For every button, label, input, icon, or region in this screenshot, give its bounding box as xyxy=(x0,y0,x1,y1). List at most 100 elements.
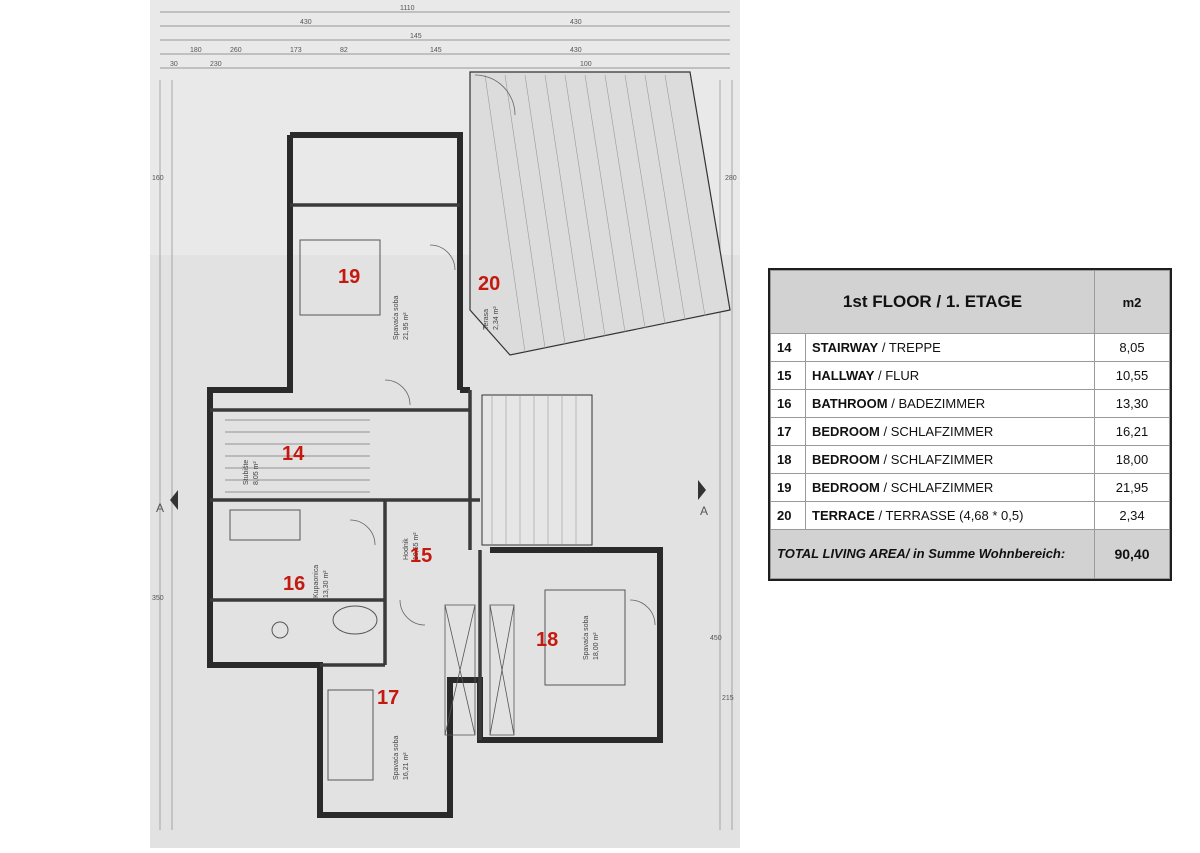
room-text-bed18-area: 18,00 m² xyxy=(593,632,600,660)
dim-label: 430 xyxy=(570,19,582,26)
room-number-cell: 19 xyxy=(770,473,806,502)
room-numbers: 19 20 14 15 16 17 18 xyxy=(282,266,558,709)
dim-label: 430 xyxy=(570,47,582,54)
room-text-bed17-name: Spavaća soba xyxy=(393,736,400,780)
bed-18 xyxy=(544,589,626,686)
toilet xyxy=(271,621,289,639)
room-name-de: SCHLAFZIMMER xyxy=(890,452,994,467)
room-name-en: TERRACE xyxy=(812,508,875,523)
room-name-en: BATHROOM xyxy=(812,396,888,411)
side-dimension-lines xyxy=(159,80,733,830)
dim-label: 215 xyxy=(722,695,734,702)
roof-slab xyxy=(469,71,731,356)
legend-row: 14 STAIRWAY / TREPPE 8,05 xyxy=(770,333,1170,362)
balcony-slab xyxy=(481,394,593,546)
section-marker-right: A xyxy=(700,504,708,518)
legend-total-row: TOTAL LIVING AREA/ in Summe Wohnbereich:… xyxy=(770,529,1170,579)
room-number-14: 14 xyxy=(282,443,305,465)
dim-label: 82 xyxy=(340,47,348,54)
room-number-cell: 20 xyxy=(770,501,806,530)
room-number-cell: 14 xyxy=(770,333,806,362)
room-number-17: 17 xyxy=(377,687,399,709)
floor-plan-drawing: 1110 430 430 145 180 260 173 82 145 430 … xyxy=(150,0,740,848)
room-name-de: SCHLAFZIMMER xyxy=(890,424,994,439)
bed-17 xyxy=(327,689,374,781)
room-name-cell: BEDROOM / SCHLAFZIMMER xyxy=(805,473,1095,502)
dim-label: 260 xyxy=(230,47,242,54)
room-text-terrace-area: 2,34 m² xyxy=(493,306,500,330)
room-number-19: 19 xyxy=(338,266,360,288)
room-text-bath-area: 13,30 m² xyxy=(323,570,330,598)
total-living-area-label: TOTAL LIVING AREA/ in Summe Wohnbereich: xyxy=(770,529,1095,579)
dim-label: 350 xyxy=(152,595,164,602)
area-legend-table: 1st FLOOR / 1. ETAGE m2 14 STAIRWAY / TR… xyxy=(768,268,1172,581)
legend-row: 20 TERRACE / TERRASSE (4,68 * 0,5) 2,34 xyxy=(770,501,1170,530)
room-text-stair-area: 8,05 m² xyxy=(253,461,260,485)
total-living-area-value: 90,40 xyxy=(1094,529,1170,579)
room-name-en: HALLWAY xyxy=(812,368,875,383)
dim-label: 280 xyxy=(725,175,737,182)
room-text-bed19-name: Spavaća soba xyxy=(393,296,400,340)
room-name-de: TREPPE xyxy=(888,340,941,355)
legend-row: 16 BATHROOM / BADEZIMMER 13,30 xyxy=(770,389,1170,418)
wardrobe xyxy=(444,604,515,736)
room-number-18: 18 xyxy=(536,629,558,651)
dim-label: 100 xyxy=(580,61,592,68)
furniture xyxy=(229,239,626,781)
door-swings xyxy=(349,74,656,626)
stairs xyxy=(225,419,370,493)
room-text-bath-name: Kupaonica xyxy=(313,565,320,598)
room-name-de: FLUR xyxy=(885,368,920,383)
room-name-en: BEDROOM xyxy=(812,452,880,467)
room-number-cell: 15 xyxy=(770,361,806,390)
dim-label: 173 xyxy=(290,47,302,54)
floor-plan-svg: 1110 430 430 145 180 260 173 82 145 430 … xyxy=(150,0,740,848)
room-name-cell: BEDROOM / SCHLAFZIMMER xyxy=(805,417,1095,446)
room-name-cell: TERRACE / TERRASSE (4,68 * 0,5) xyxy=(805,501,1095,530)
room-area-cell: 16,21 xyxy=(1094,417,1170,446)
room-number-20: 20 xyxy=(478,273,500,295)
room-name-cell: BATHROOM / BADEZIMMER xyxy=(805,389,1095,418)
room-text-bed18-name: Spavaća soba xyxy=(583,616,590,660)
dim-label: 450 xyxy=(710,635,722,642)
legend-row: 15 HALLWAY / FLUR 10,55 xyxy=(770,361,1170,390)
bath-sink xyxy=(229,509,301,541)
section-markers: A A xyxy=(156,480,708,518)
bed-19 xyxy=(299,239,381,316)
room-text-hall-area: 10,55 m² xyxy=(413,532,420,560)
dim-label: 30 xyxy=(170,61,178,68)
room-inner-labels: Spavaća soba 21,95 m² Terasa 2,34 m² Stu… xyxy=(243,296,600,780)
room-name-cell: HALLWAY / FLUR xyxy=(805,361,1095,390)
room-area-cell: 8,05 xyxy=(1094,333,1170,362)
section-marker-left: A xyxy=(156,501,164,515)
room-name-de: SCHLAFZIMMER xyxy=(890,480,994,495)
room-number-16: 16 xyxy=(283,573,305,595)
room-name-en: BEDROOM xyxy=(812,424,880,439)
legend-row: 17 BEDROOM / SCHLAFZIMMER 16,21 xyxy=(770,417,1170,446)
room-name-cell: BEDROOM / SCHLAFZIMMER xyxy=(805,445,1095,474)
room-text-stair-name: Stubište xyxy=(243,460,250,485)
inner-walls xyxy=(210,203,482,740)
room-name-de: TERRASSE (4,68 * 0,5) xyxy=(885,508,1024,523)
dim-label: 430 xyxy=(300,19,312,26)
legend-title: 1st FLOOR / 1. ETAGE xyxy=(770,270,1095,334)
room-number-cell: 18 xyxy=(770,445,806,474)
legend-header-row: 1st FLOOR / 1. ETAGE m2 xyxy=(770,270,1170,334)
dim-label: 145 xyxy=(430,47,442,54)
room-area-cell: 2,34 xyxy=(1094,501,1170,530)
room-name-en: BEDROOM xyxy=(812,480,880,495)
room-number-cell: 16 xyxy=(770,389,806,418)
bathtub xyxy=(332,605,378,635)
dim-label: 160 xyxy=(152,175,164,182)
legend-row: 18 BEDROOM / SCHLAFZIMMER 18,00 xyxy=(770,445,1170,474)
dim-label: 1110 xyxy=(400,5,415,12)
room-area-cell: 21,95 xyxy=(1094,473,1170,502)
room-text-bed19-area: 21,95 m² xyxy=(403,312,410,340)
top-dimension-lines xyxy=(160,11,730,69)
room-name-en: STAIRWAY xyxy=(812,340,879,355)
room-area-cell: 13,30 xyxy=(1094,389,1170,418)
room-name-de: BADEZIMMER xyxy=(898,396,986,411)
room-name-cell: STAIRWAY / TREPPE xyxy=(805,333,1095,362)
legend-row: 19 BEDROOM / SCHLAFZIMMER 21,95 xyxy=(770,473,1170,502)
dim-label: 145 xyxy=(410,33,422,40)
